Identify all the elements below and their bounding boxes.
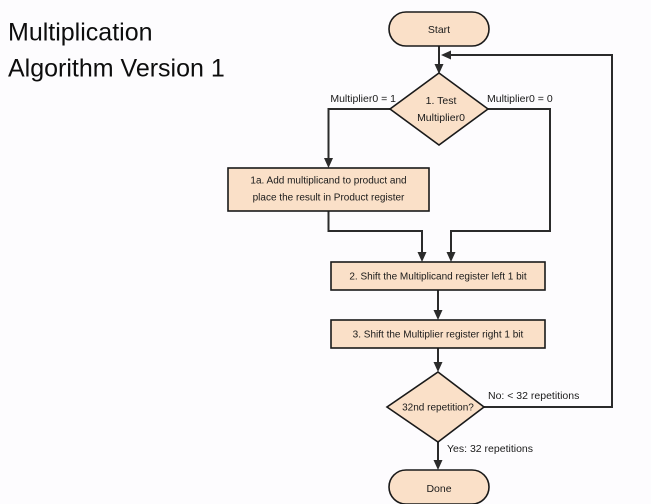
- connectors: [324, 46, 613, 470]
- node-start[interactable]: Start: [388, 11, 490, 47]
- node-step-1a[interactable]: 1a. Add multiplicand to product and plac…: [227, 167, 430, 212]
- edge-test-to-step1a: [327, 108, 390, 161]
- arrowhead-into-step1a: [324, 158, 333, 168]
- node-test-multiplier0[interactable]: 1. Test Multiplier0: [388, 72, 490, 146]
- step2-process-shape[interactable]: [330, 261, 546, 291]
- step3-label: 3. Shift the Multiplier register right 1…: [353, 330, 524, 341]
- arrowhead-into-repeat: [433, 362, 443, 372]
- arrowhead-into-test: [434, 64, 444, 74]
- done-terminator-shape[interactable]: [388, 469, 490, 504]
- step2-label: 2. Shift the Multiplicand register left …: [349, 272, 527, 283]
- arrowhead-into-step2-left: [417, 252, 427, 262]
- step1a-label-line-1: 1a. Add multiplicand to product and: [250, 176, 406, 187]
- arrowhead-loopback: [441, 50, 451, 60]
- start-label: Start: [428, 24, 450, 36]
- edge-test-to-step2: [450, 108, 551, 255]
- edge-label-multiplier0-equals-0: Multiplier0 = 0: [487, 93, 553, 105]
- node-done[interactable]: Done: [388, 469, 490, 504]
- start-terminator-shape[interactable]: [388, 11, 490, 47]
- edge-label-yes-branch: Yes: 32 repetitions: [447, 443, 533, 455]
- edge-repeat-to-test-loop: [449, 54, 613, 408]
- diagram-title: Multiplication Algorithm Version 1: [8, 19, 225, 83]
- arrowhead-into-step2-right: [446, 252, 456, 262]
- title-line-1: Multiplication: [8, 19, 153, 47]
- node-step-2[interactable]: 2. Shift the Multiplicand register left …: [330, 261, 546, 291]
- edge-label-multiplier0-equals-1: Multiplier0 = 1: [330, 93, 396, 105]
- title-line-2: Algorithm Version 1: [8, 55, 225, 83]
- step1a-label-line-2: place the result in Product register: [253, 193, 405, 204]
- test-label-line-2: Multiplier0: [417, 112, 465, 124]
- done-label: Done: [426, 483, 451, 495]
- repeat-label: 32nd repetition?: [402, 403, 474, 414]
- arrowhead-into-step3: [433, 310, 443, 320]
- edge-step1a-to-step2: [327, 211, 423, 255]
- step3-process-shape[interactable]: [330, 319, 546, 349]
- node-step-3[interactable]: 3. Shift the Multiplier register right 1…: [330, 319, 546, 349]
- repeat-decision-shape[interactable]: [385, 371, 486, 443]
- test-decision-shape[interactable]: [388, 72, 490, 146]
- edge-label-no-branch: No: < 32 repetitions: [488, 390, 579, 402]
- edge-labels: Multiplier0 = 1 Multiplier0 = 0 No: < 32…: [330, 93, 579, 455]
- step1a-process-shape[interactable]: [227, 167, 430, 212]
- test-label-line-1: 1. Test: [426, 95, 457, 107]
- node-repetition-check[interactable]: 32nd repetition?: [385, 371, 486, 443]
- arrowhead-into-done: [433, 460, 443, 470]
